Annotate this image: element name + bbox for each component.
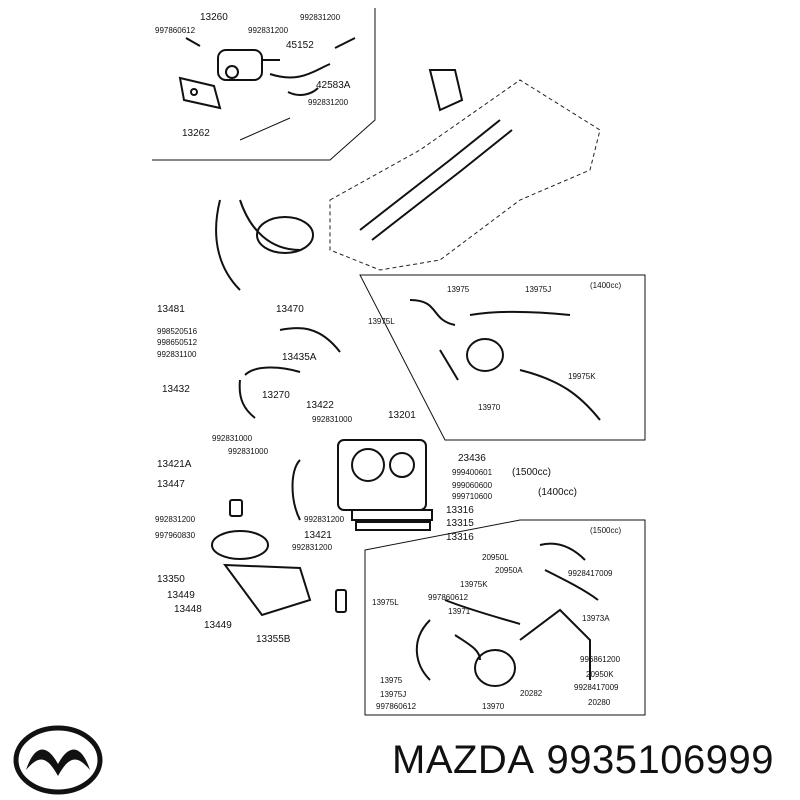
label-992831200-d: 992831200 bbox=[155, 515, 196, 524]
label-13201: 13201 bbox=[388, 410, 416, 421]
label-20280: 20280 bbox=[588, 698, 611, 707]
panel-1400: (1400cc) 13975 13975J 13975L 19975K 1397… bbox=[359, 274, 646, 441]
label-992831000-c: 992831000 bbox=[228, 447, 269, 456]
label-992831200-f: 992831200 bbox=[292, 543, 333, 552]
label-999060600: 999060600 bbox=[452, 481, 493, 490]
label-1500cc-a: (1500cc) bbox=[512, 467, 551, 478]
label-13971: 13971 bbox=[448, 607, 471, 616]
main-labels: 13481 998520516 998650512 992831100 1347… bbox=[155, 304, 577, 645]
label-997860612-a: 997860612 bbox=[428, 593, 469, 602]
engine-outline bbox=[215, 69, 601, 291]
brand-name: MAZDA bbox=[392, 738, 535, 782]
label-999710600: 999710600 bbox=[452, 492, 493, 501]
label-13350: 13350 bbox=[157, 574, 185, 585]
label-13432: 13432 bbox=[162, 384, 190, 395]
label-20282: 20282 bbox=[520, 689, 543, 698]
label-992831200-a: 992831200 bbox=[248, 26, 289, 35]
label-42583A: 42583A bbox=[316, 80, 351, 91]
label-13316-a: 13316 bbox=[446, 505, 474, 516]
label-20950L: 20950L bbox=[482, 553, 509, 562]
label-998520516: 998520516 bbox=[157, 327, 198, 336]
label-20950A: 20950A bbox=[495, 566, 523, 575]
label-9928417009-b: 9928417009 bbox=[574, 683, 619, 692]
mazda-logo-icon bbox=[13, 725, 103, 795]
filter-13970 bbox=[466, 338, 504, 372]
label-997860612: 997860612 bbox=[155, 26, 196, 35]
label-999400601: 999400601 bbox=[452, 468, 493, 477]
label-13975K: 13975K bbox=[460, 580, 488, 589]
fuel-pump bbox=[211, 499, 347, 617]
label-13421: 13421 bbox=[304, 530, 332, 541]
label-23436: 23436 bbox=[458, 453, 486, 464]
label-997960830: 997960830 bbox=[155, 531, 196, 540]
label-13316-b: 13316 bbox=[446, 532, 474, 543]
carburetor bbox=[238, 327, 433, 531]
label-13355B: 13355B bbox=[256, 634, 291, 645]
label-19975K: 19975K bbox=[568, 372, 596, 381]
label-992831100: 992831100 bbox=[157, 350, 197, 359]
label-13262: 13262 bbox=[182, 128, 210, 139]
label-1500cc-variant: (1500cc) bbox=[590, 526, 621, 535]
part-number: 9935106999 bbox=[546, 738, 774, 782]
label-13975: 13975 bbox=[447, 285, 470, 294]
label-992831200-c: 992831200 bbox=[308, 98, 349, 107]
label-13447: 13447 bbox=[157, 479, 185, 490]
label-1400cc-b: (1400cc) bbox=[538, 487, 577, 498]
label-13481: 13481 bbox=[157, 304, 185, 315]
hose-42583A bbox=[287, 87, 319, 96]
label-13975L-1500: 13975L bbox=[372, 598, 399, 607]
label-13975J-1500: 13975J bbox=[380, 690, 406, 699]
label-20950K: 20950K bbox=[586, 670, 614, 679]
label-13975J: 13975J bbox=[525, 285, 551, 294]
label-45152: 45152 bbox=[286, 40, 314, 51]
label-1400cc-variant: (1400cc) bbox=[590, 281, 621, 290]
label-13448: 13448 bbox=[174, 604, 202, 615]
label-996861200: 996861200 bbox=[580, 655, 621, 664]
label-13975-1500: 13975 bbox=[380, 676, 403, 685]
label-13315: 13315 bbox=[446, 518, 474, 529]
bracket-13262 bbox=[178, 76, 222, 110]
label-13435A: 13435A bbox=[282, 352, 317, 363]
label-998650512: 998650512 bbox=[157, 338, 198, 347]
label-992831200-b: 992831200 bbox=[300, 13, 341, 22]
label-13421A: 13421A bbox=[157, 459, 192, 470]
label-13970: 13970 bbox=[478, 403, 501, 412]
label-13975L: 13975L bbox=[368, 317, 395, 326]
panel-top: 13260 997860612 992831200 992831200 4515… bbox=[152, 8, 376, 161]
hose-45152 bbox=[269, 63, 331, 79]
label-13449-b: 13449 bbox=[204, 620, 232, 631]
label-997860612-b: 997860612 bbox=[376, 702, 417, 711]
label-992831200-e: 992831200 bbox=[304, 515, 345, 524]
label-13449-a: 13449 bbox=[167, 590, 195, 601]
label-992831000-a: 992831000 bbox=[312, 415, 353, 424]
panel-1500: (1500cc) 20950L 20950A 13975K 9928417009… bbox=[364, 519, 646, 716]
label-992831000-b: 992831000 bbox=[212, 434, 253, 443]
label-13422: 13422 bbox=[306, 400, 334, 411]
label-9928417009-a: 9928417009 bbox=[568, 569, 613, 578]
label-13970-1500: 13970 bbox=[482, 702, 505, 711]
label-13973A: 13973A bbox=[582, 614, 610, 623]
filter-13970-1500 bbox=[474, 649, 516, 687]
label-13270: 13270 bbox=[262, 390, 290, 401]
label-13470: 13470 bbox=[276, 304, 304, 315]
valve-13260 bbox=[217, 49, 280, 81]
label-13260: 13260 bbox=[200, 12, 228, 23]
